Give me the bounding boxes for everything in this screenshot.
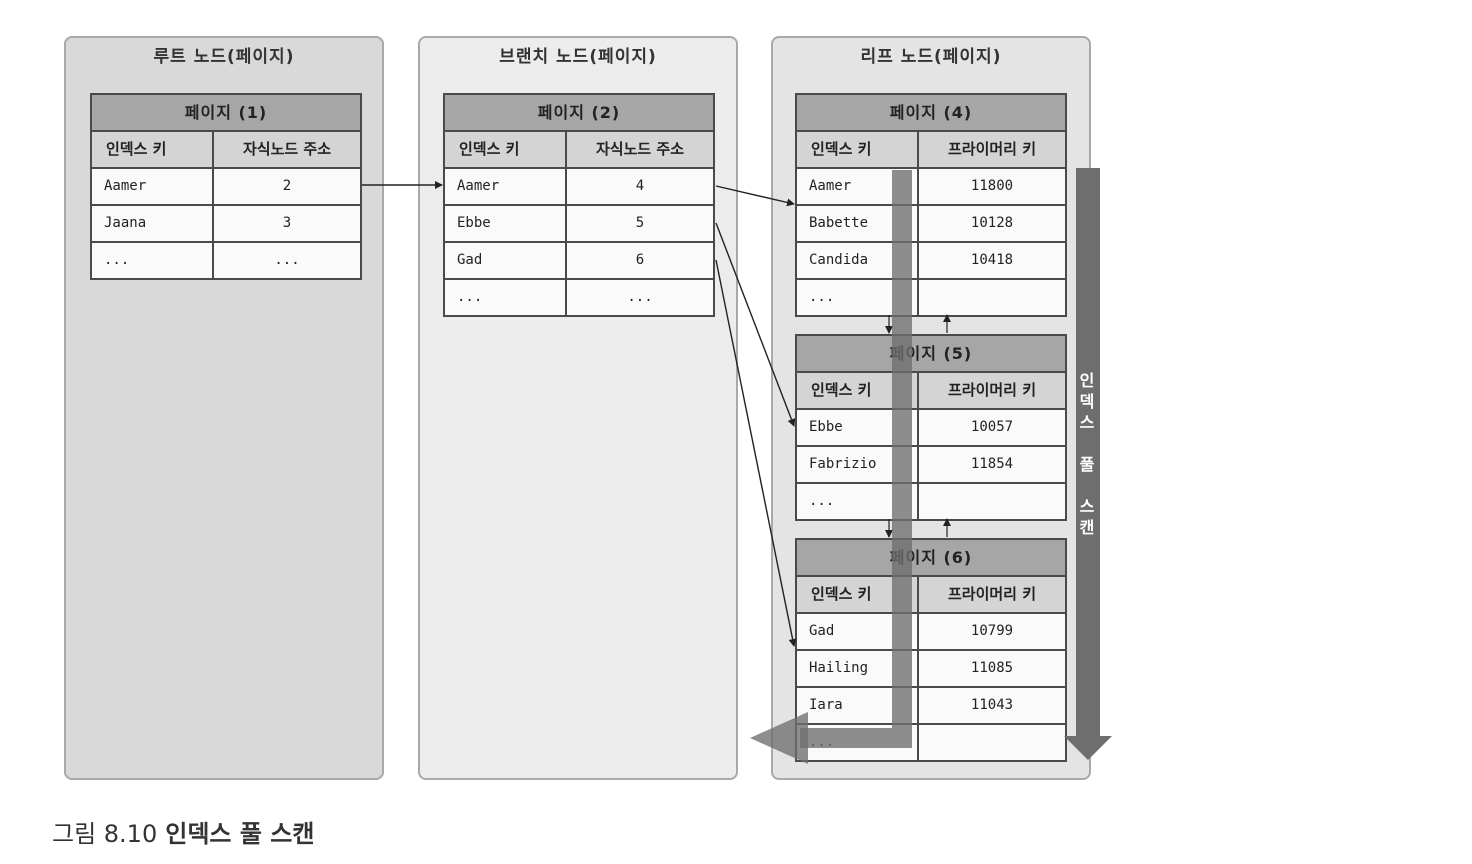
page-2-table: 페이지 (2) 인덱스 키 자식노드 주소 Aamer 4 Ebbe 5 Gad… [443, 93, 715, 317]
page-6-title: 페이지 (6) [797, 540, 1065, 577]
full-scan-label-char: 인 [1079, 371, 1095, 390]
table-row: Fabrizio 11854 [797, 447, 1065, 484]
index-key-cell: ... [92, 243, 214, 278]
index-key-cell: Fabrizio [797, 447, 919, 482]
column-header-primary-key: 프라이머리 키 [947, 140, 1037, 158]
table-row: Ebbe 10057 [797, 410, 1065, 447]
column-header-index-key: 인덱스 키 [92, 132, 214, 167]
column-header-primary-key: 프라이머리 키 [947, 585, 1037, 603]
column-header-index-key: 인덱스 키 [797, 577, 919, 612]
index-key-cell: Candida [797, 243, 919, 278]
child-address-cell: 4 [635, 178, 645, 194]
page-4-table: 페이지 (4) 인덱스 키 프라이머리 키 Aamer 11800 Babett… [795, 93, 1067, 317]
index-key-cell: Hailing [797, 651, 919, 686]
full-scan-label-char: 스 [1079, 497, 1095, 516]
primary-key-cell: 11800 [970, 178, 1014, 194]
index-key-cell: Aamer [445, 169, 567, 204]
column-header-child-address: 자식노드 주소 [242, 140, 332, 158]
full-scan-label-char: 덱 [1079, 392, 1095, 411]
primary-key-cell: 11043 [970, 697, 1014, 713]
full-scan-arrow-shaft [1076, 168, 1100, 736]
table-row: Hailing 11085 [797, 651, 1065, 688]
table-row: Aamer 2 [92, 169, 360, 206]
pointer-arrow-to-page-5 [715, 222, 796, 427]
full-scan-label-char: 풀 [1079, 455, 1095, 474]
column-header-child-address: 자식노드 주소 [595, 140, 685, 158]
index-key-cell: Aamer [797, 169, 919, 204]
index-key-cell: Ebbe [797, 410, 919, 445]
child-address-cell: 3 [282, 215, 292, 231]
index-key-cell: Jaana [92, 206, 214, 241]
index-key-cell: Iara [797, 688, 919, 723]
page-1-table: 페이지 (1) 인덱스 키 자식노드 주소 Aamer 2 Jaana 3 ..… [90, 93, 362, 280]
column-header-index-key: 인덱스 키 [797, 132, 919, 167]
column-header-primary-key: 프라이머리 키 [947, 381, 1037, 399]
primary-key-cell: 10057 [970, 419, 1014, 435]
reverse-scan-arrow-path [800, 170, 912, 748]
table-row: ... [797, 484, 1065, 519]
table-row: ... ... [92, 243, 360, 278]
full-scan-label-char: 캔 [1079, 518, 1095, 537]
table-row: ... [797, 280, 1065, 315]
figure-title: 인덱스 풀 스캔 [165, 820, 315, 848]
child-address-cell: 6 [635, 252, 645, 268]
index-key-cell: Gad [445, 243, 567, 278]
branch-node-title: 브랜치 노드(페이지) [499, 47, 657, 67]
index-key-cell: Babette [797, 206, 919, 241]
child-address-cell: ... [274, 252, 300, 268]
table-row: Gad 10799 [797, 614, 1065, 651]
primary-key-cell: 11854 [970, 456, 1014, 472]
full-scan-arrow-head [1064, 736, 1112, 760]
primary-key-cell: 10128 [970, 215, 1014, 231]
page-2-title: 페이지 (2) [445, 95, 713, 132]
page-6-column-headers: 인덱스 키 프라이머리 키 [797, 577, 1065, 614]
index-key-cell: Aamer [92, 169, 214, 204]
index-key-cell: Ebbe [445, 206, 567, 241]
pointer-arrow-to-page-4 [715, 185, 795, 207]
table-row: Iara 11043 [797, 688, 1065, 725]
index-key-cell: ... [797, 280, 919, 315]
primary-key-cell: 10418 [970, 252, 1014, 268]
child-address-cell: ... [627, 289, 653, 305]
child-address-cell: 5 [635, 215, 645, 231]
page-1-title: 페이지 (1) [92, 95, 360, 132]
page-4-title: 페이지 (4) [797, 95, 1065, 132]
full-scan-label: 인 덱 스 풀 스 캔 [1077, 370, 1097, 538]
page-6-table: 페이지 (6) 인덱스 키 프라이머리 키 Gad 10799 Hailing … [795, 538, 1067, 762]
root-node-title: 루트 노드(페이지) [153, 47, 295, 67]
leaf-node-title: 리프 노드(페이지) [860, 47, 1002, 67]
figure-number: 그림 8.10 [52, 820, 158, 848]
index-key-cell: Gad [797, 614, 919, 649]
full-scan-label-char: 스 [1079, 413, 1095, 432]
index-key-cell: ... [797, 484, 919, 519]
page-5-title: 페이지 (5) [797, 336, 1065, 373]
table-row: Aamer 11800 [797, 169, 1065, 206]
child-address-cell: 2 [282, 178, 292, 194]
table-row: Babette 10128 [797, 206, 1065, 243]
table-row: Candida 10418 [797, 243, 1065, 280]
table-row: Jaana 3 [92, 206, 360, 243]
column-header-index-key: 인덱스 키 [797, 373, 919, 408]
page-1-column-headers: 인덱스 키 자식노드 주소 [92, 132, 360, 169]
page-2-column-headers: 인덱스 키 자식노드 주소 [445, 132, 713, 169]
page-5-column-headers: 인덱스 키 프라이머리 키 [797, 373, 1065, 410]
column-header-index-key: 인덱스 키 [445, 132, 567, 167]
reverse-scan-arrow-head [750, 712, 808, 764]
table-row: ... ... [445, 280, 713, 315]
page-4-column-headers: 인덱스 키 프라이머리 키 [797, 132, 1065, 169]
table-row: Ebbe 5 [445, 206, 713, 243]
table-row: Aamer 4 [445, 169, 713, 206]
pointer-arrow-to-page-6 [715, 259, 797, 647]
primary-key-cell: 11085 [970, 660, 1014, 676]
table-row: Gad 6 [445, 243, 713, 280]
page-5-table: 페이지 (5) 인덱스 키 프라이머리 키 Ebbe 10057 Fabrizi… [795, 334, 1067, 521]
index-key-cell: ... [445, 280, 567, 315]
primary-key-cell: 10799 [970, 623, 1014, 639]
